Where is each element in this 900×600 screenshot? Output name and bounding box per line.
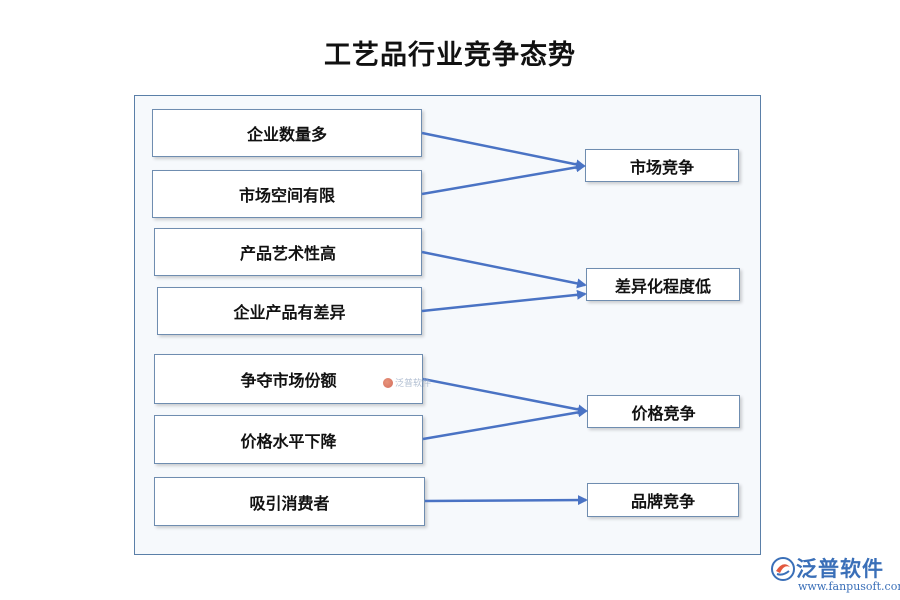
cause-box-6: 价格水平下降	[154, 415, 423, 464]
arrow-cause1-effect1	[421, 131, 586, 170]
cause-box-4: 企业产品有差异	[157, 287, 422, 335]
effect-box-4: 品牌竞争	[587, 483, 739, 517]
brand-logo-icon	[771, 557, 795, 581]
cause-box-1: 企业数量多	[152, 109, 422, 157]
cause-box-7: 吸引消费者	[154, 477, 425, 526]
brand-url: www.fanpusoft.com	[798, 580, 900, 593]
diagram-title: 工艺品行业竞争态势	[324, 40, 576, 71]
cause-box-2: 市场空间有限	[152, 170, 422, 218]
watermark-logo-icon	[383, 377, 393, 388]
arrow-cause3-effect2	[421, 250, 587, 289]
arrow-cause2-effect1	[421, 162, 586, 196]
arrow-cause6-effect3	[422, 407, 588, 441]
effect-box-2: 差异化程度低	[586, 268, 740, 301]
brand-logo: 泛普软件 www.fanpusoft.com	[768, 553, 900, 597]
arrow-cause7-effect4	[424, 495, 588, 506]
arrow-cause5-effect3	[422, 377, 588, 415]
arrow-cause4-effect2	[421, 289, 587, 313]
cause-box-3: 产品艺术性高	[154, 228, 422, 276]
cause-box-5: 争夺市场份额	[154, 354, 423, 404]
watermark: 泛普软件	[383, 376, 431, 389]
effect-box-1: 市场竞争	[585, 149, 739, 182]
watermark-text: 泛普软件	[395, 379, 432, 389]
effect-box-3: 价格竞争	[587, 395, 740, 428]
brand-name: 泛普软件	[796, 557, 884, 581]
